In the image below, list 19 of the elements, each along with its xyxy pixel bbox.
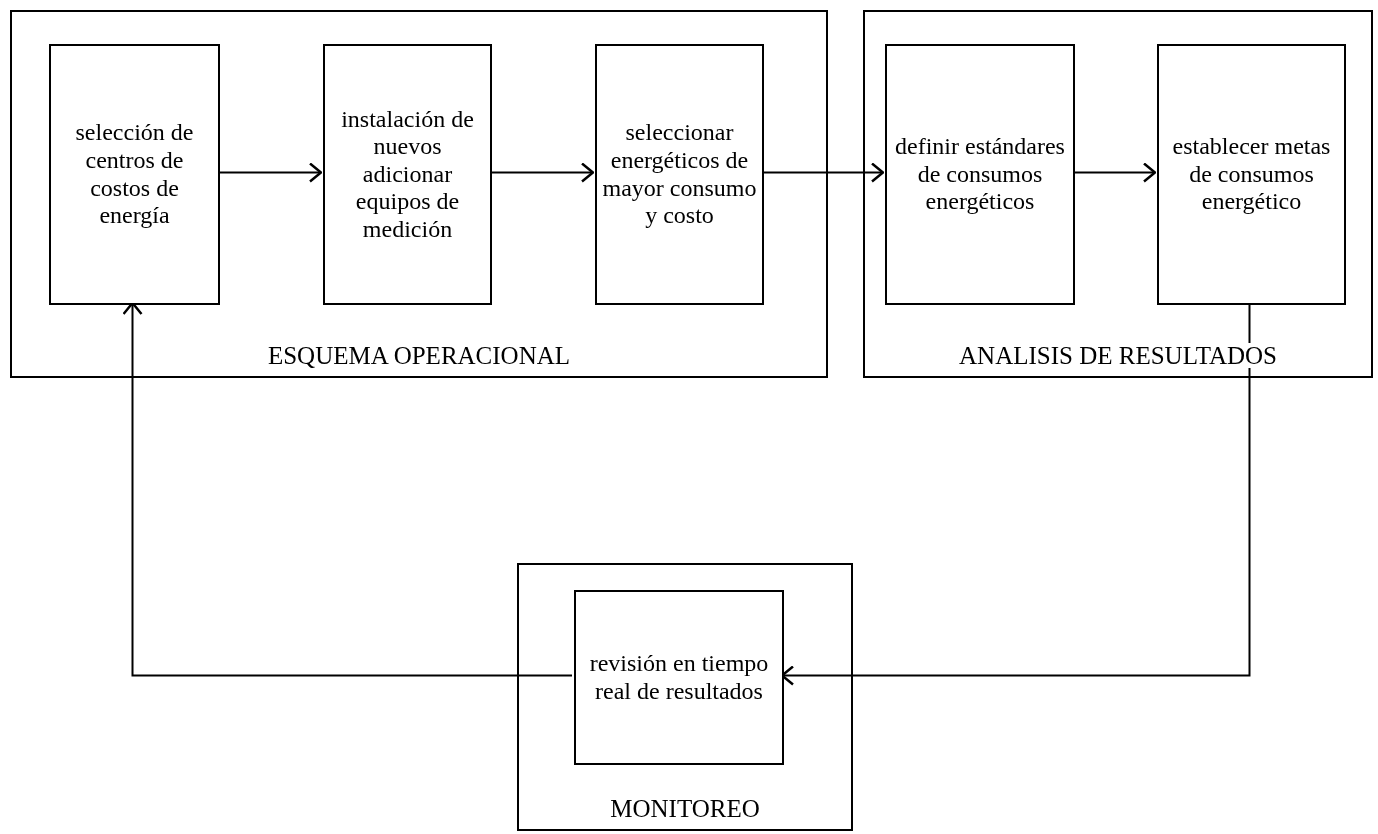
box-text: definir estándares de consumos energéticos bbox=[894, 133, 1066, 216]
process-box bbox=[885, 44, 1075, 305]
group-box bbox=[10, 10, 828, 378]
box-text: establecer metas de consumos energético bbox=[1171, 133, 1332, 216]
box-text: instalación de nuevos adicionar equipos de medición bbox=[340, 105, 475, 244]
arrow bbox=[1072, 162, 1157, 183]
group-box bbox=[517, 563, 853, 831]
arrow bbox=[761, 162, 885, 183]
process-box bbox=[595, 44, 764, 305]
arrow bbox=[489, 162, 595, 183]
process-box bbox=[1157, 44, 1346, 305]
box-text: revisión en tiempo real de resultados bbox=[588, 649, 770, 706]
box-text: selección de centros de costos de energía bbox=[74, 119, 195, 230]
process-box bbox=[49, 44, 220, 305]
process-box bbox=[574, 590, 784, 765]
group-box bbox=[863, 10, 1373, 378]
process-box bbox=[323, 44, 492, 305]
arrow bbox=[217, 162, 323, 183]
box-text: seleccionar energéticos de mayor consumo y costo bbox=[601, 119, 758, 230]
